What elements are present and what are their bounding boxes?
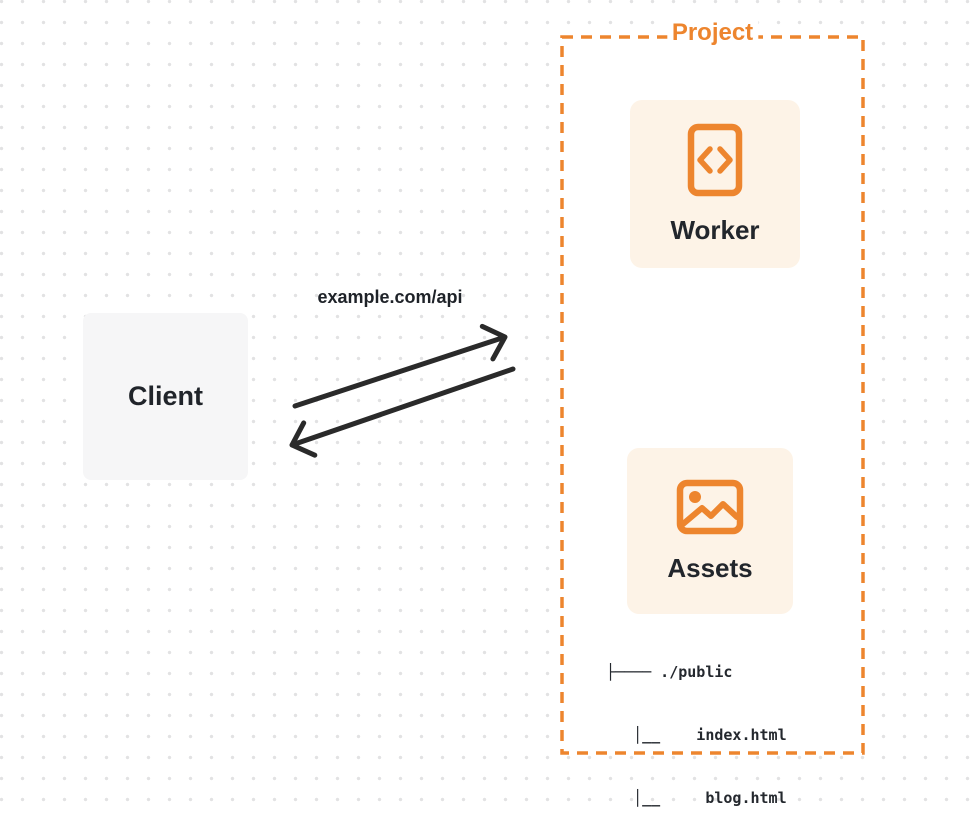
file-tree: ├──── ./public │__ index.html │__ blog.h… <box>606 620 787 818</box>
request-url-label: example.com/api <box>317 287 463 307</box>
worker-label: Worker <box>670 214 760 245</box>
image-icon <box>676 479 744 534</box>
project-dashed-border <box>560 35 865 755</box>
project-label: Project <box>666 19 759 47</box>
request-arrow <box>292 323 508 409</box>
response-arrow <box>289 366 516 458</box>
file-tree-line: │__ index.html <box>606 726 787 744</box>
client-node: Client <box>83 313 248 480</box>
project-group: Project Worker Assets ├──── ./public │__… <box>560 19 865 807</box>
assets-label: Assets <box>667 552 753 583</box>
code-file-icon <box>687 123 743 196</box>
assets-node: Assets <box>627 448 793 614</box>
worker-node: Worker <box>630 100 800 268</box>
file-tree-line: ├──── ./public <box>606 663 733 681</box>
file-tree-line: │__ blog.html <box>606 789 787 807</box>
client-label: Client <box>127 381 203 411</box>
